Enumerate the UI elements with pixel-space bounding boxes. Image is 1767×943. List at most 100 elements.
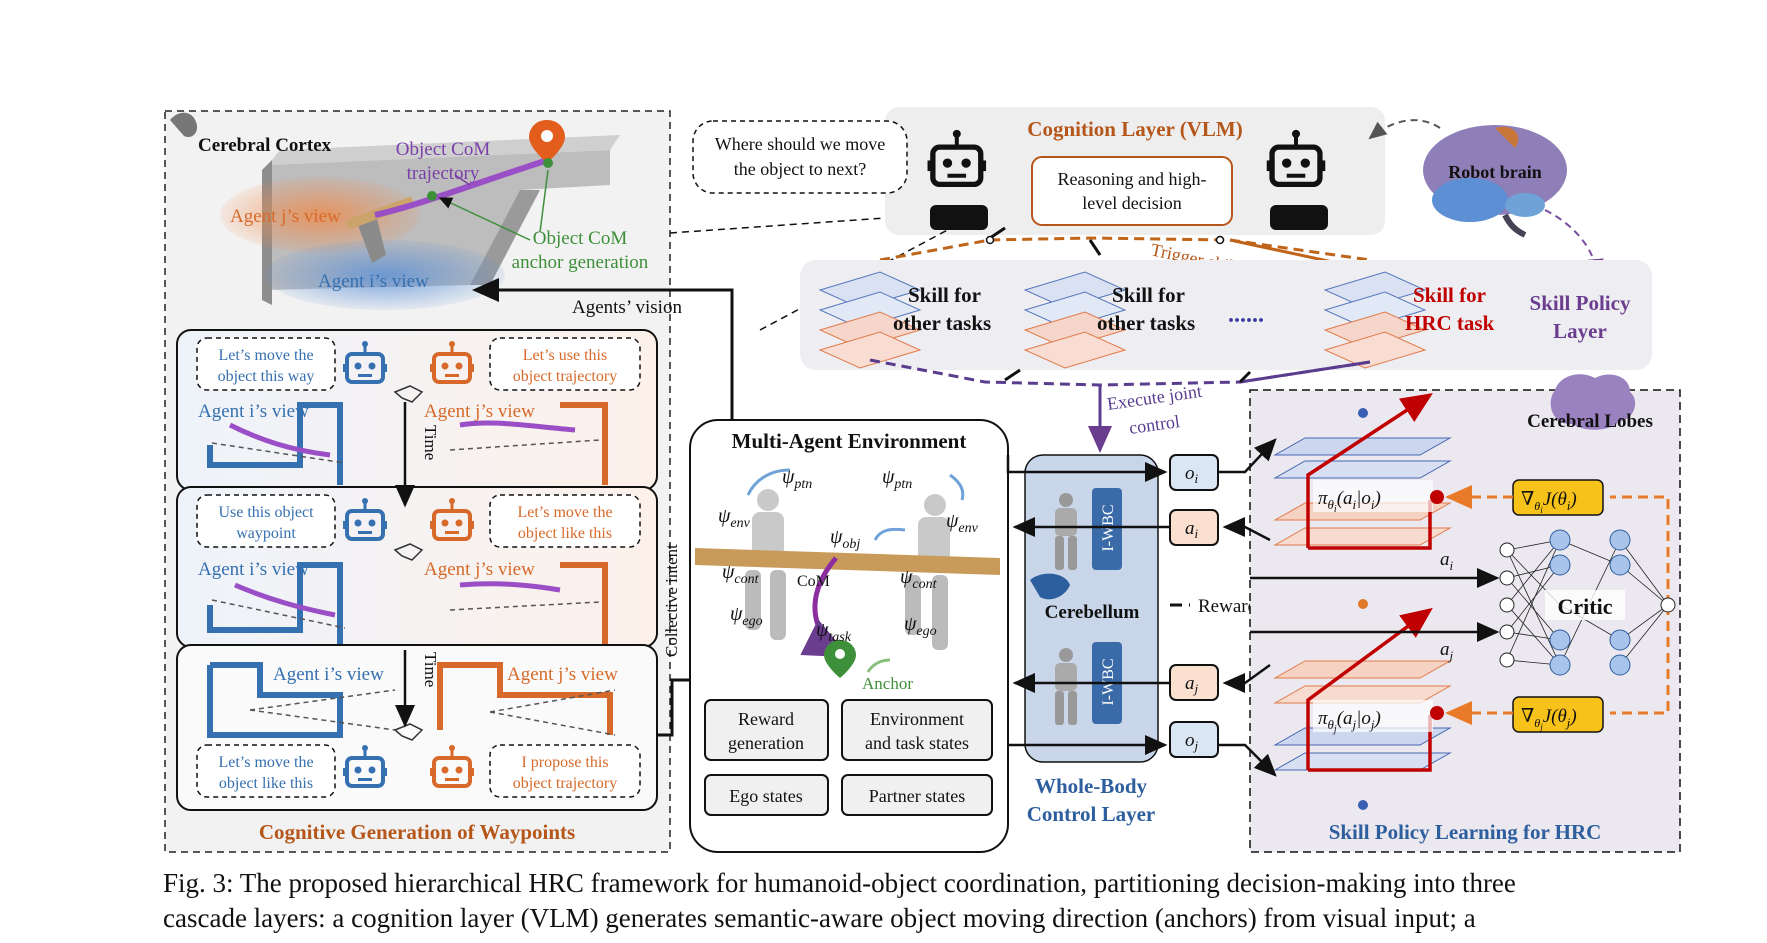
skill-ellipsis: ...... bbox=[1228, 302, 1264, 328]
round2-right-bubble-2: object like this bbox=[518, 525, 612, 542]
round1-left-bubble-1: Let’s move the bbox=[218, 347, 313, 364]
round1-right-bubble-2: object trajectory bbox=[513, 368, 617, 385]
round1-right-bubble-1: Let’s use this bbox=[523, 347, 607, 364]
learning-title: Skill Policy Learning for HRC bbox=[1329, 820, 1602, 844]
obs-i-label: oi bbox=[1185, 463, 1199, 486]
com-label: CoM bbox=[797, 573, 830, 590]
env-task-states-text-2: and task states bbox=[865, 733, 969, 753]
action-j-label: aj bbox=[1185, 673, 1199, 696]
collective-intent-label: Collective intent bbox=[662, 544, 681, 657]
psi-ego-right: ψego bbox=[904, 613, 937, 639]
round1-agent-j-label: Agent j’s view bbox=[424, 401, 535, 422]
humanoid-robots-icon bbox=[695, 489, 1000, 650]
psi-task: ψtask bbox=[816, 619, 852, 645]
psi-cont-left: ψcont bbox=[722, 561, 760, 587]
round3-agent-i-label: Agent i’s view bbox=[273, 664, 384, 685]
time-label-1: Time bbox=[421, 425, 440, 460]
question-line-1: Where should we move bbox=[715, 134, 885, 154]
round2-agent-j-label: Agent j’s view bbox=[424, 559, 535, 580]
skill-other-2-line2: other tasks bbox=[1097, 311, 1195, 335]
partner-states-box bbox=[841, 774, 993, 816]
anchor-label: Anchor bbox=[862, 674, 913, 693]
cognitive-panel-title: Cognitive Generation of Waypoints bbox=[259, 820, 575, 844]
critic-bg bbox=[1545, 590, 1625, 620]
psi-obj: ψobj bbox=[830, 526, 860, 552]
psi-cont-right: ψcont bbox=[900, 566, 938, 592]
execute-joint-line2: control bbox=[1128, 411, 1181, 438]
psi-ego-left: ψego bbox=[730, 603, 763, 629]
cerebral-lobes-icon bbox=[1550, 374, 1636, 430]
wbc-title-1: Whole-Body bbox=[1035, 774, 1148, 798]
psi-env-left: ψenv bbox=[718, 505, 751, 531]
round2-left-bubble-2: waypoint bbox=[236, 525, 296, 542]
round1-left-bubble-2: object this way bbox=[218, 368, 315, 385]
skill-network-2-icon bbox=[1023, 271, 1127, 369]
agents-vision-label: Agents’ vision bbox=[572, 297, 682, 318]
robot-brain-label: Robot brain bbox=[1448, 162, 1542, 182]
question-line-2: the object to next? bbox=[734, 159, 866, 179]
cerebellum-icon bbox=[1030, 573, 1070, 600]
caption-line-2: cascade layers: a cognition layer (VLM) … bbox=[163, 903, 1476, 933]
round-card-3: Agent i’s view Agent j’s view Let’s move… bbox=[176, 644, 658, 811]
skill-layer-label-2: Layer bbox=[1553, 319, 1607, 343]
env-task-states-box bbox=[841, 699, 993, 761]
ego-states-text: Ego states bbox=[729, 786, 803, 806]
vlm-robot-right-icon bbox=[1267, 130, 1328, 230]
agent-j-view-overlay: Agent j’s view bbox=[230, 206, 341, 227]
cortex-icon bbox=[170, 112, 198, 138]
time-label-2: Time bbox=[421, 652, 440, 687]
reasoning-line-1: Reasoning and high- bbox=[1058, 169, 1207, 189]
reasoning-box bbox=[1031, 156, 1233, 226]
cerebral-lobes-label: Cerebral Lobes bbox=[1527, 411, 1653, 432]
skill-network-hrc-icon bbox=[1323, 271, 1427, 369]
partner-states-text: Partner states bbox=[869, 786, 965, 806]
round1-agent-i-label: Agent i’s view bbox=[198, 401, 309, 422]
com-trajectory-line1: Object CoM bbox=[396, 139, 491, 160]
psi-ptn-left: ψptn bbox=[782, 466, 812, 492]
critic-input-a-i: ai bbox=[1440, 549, 1454, 573]
skill-hrc-line1: Skill for bbox=[1413, 283, 1486, 307]
learning-panel bbox=[1249, 389, 1681, 853]
environment-title: Multi-Agent Environment bbox=[732, 429, 967, 453]
obs-j-box bbox=[1169, 721, 1219, 758]
com-trajectory-line2: trajectory bbox=[407, 163, 480, 184]
psi-ptn-right: ψptn bbox=[882, 466, 912, 492]
scene-3d bbox=[220, 120, 620, 310]
skill-other-1-line1: Skill for bbox=[908, 283, 981, 307]
round3-right-bubble-2: object trajectory bbox=[513, 775, 617, 792]
ego-states-box bbox=[704, 774, 829, 816]
action-i-label: ai bbox=[1185, 518, 1199, 541]
agent-i-view-overlay: Agent i’s view bbox=[318, 271, 429, 292]
round-card-1: Let’s move the object this way Let’s use… bbox=[176, 329, 658, 491]
round3-left-bubble-1: Let’s move the bbox=[218, 754, 313, 771]
wbc-title-2: Control Layer bbox=[1027, 802, 1156, 826]
round2-right-bubble-1: Let’s move the bbox=[517, 504, 612, 521]
reward-generation-text-1: Reward bbox=[738, 709, 794, 729]
caption-line-1: Fig. 3: The proposed hierarchical HRC fr… bbox=[163, 868, 1516, 898]
round3-left-bubble-2: object like this bbox=[219, 775, 313, 792]
cerebral-cortex-label: Cerebral Cortex bbox=[198, 135, 332, 156]
obs-j-label: oj bbox=[1185, 730, 1199, 753]
round3-agent-j-label: Agent j’s view bbox=[507, 664, 618, 685]
round2-left-bubble-1: Use this object bbox=[218, 504, 314, 521]
critic-label: Critic bbox=[1558, 594, 1613, 619]
round2-agent-i-label: Agent i’s view bbox=[198, 559, 309, 580]
skill-hrc-line2: HRC task bbox=[1405, 311, 1495, 335]
skill-network-1-icon bbox=[818, 271, 922, 369]
figure-caption: Fig. 3: The proposed hierarchical HRC fr… bbox=[163, 866, 1685, 936]
anchor-gen-line1: Object CoM bbox=[533, 228, 628, 249]
round-card-2: Use this object waypoint Let’s move the … bbox=[176, 486, 658, 648]
anchor-gen-line2: anchor generation bbox=[512, 252, 649, 273]
skill-layer-panel bbox=[800, 260, 1652, 370]
skill-layer-label-1: Skill Policy bbox=[1530, 291, 1631, 315]
skill-other-1-line2: other tasks bbox=[893, 311, 991, 335]
critic-input-a-j: aj bbox=[1440, 639, 1454, 663]
skill-other-2-line1: Skill for bbox=[1112, 283, 1185, 307]
robot-brain-icon bbox=[1423, 125, 1567, 238]
reasoning-line-2: level decision bbox=[1082, 193, 1181, 213]
policy-i-bg bbox=[1313, 480, 1433, 512]
env-task-states-text-1: Environment bbox=[870, 709, 964, 729]
execute-joint-line1: Execute joint bbox=[1106, 381, 1203, 414]
reward-generation-box bbox=[704, 699, 829, 761]
